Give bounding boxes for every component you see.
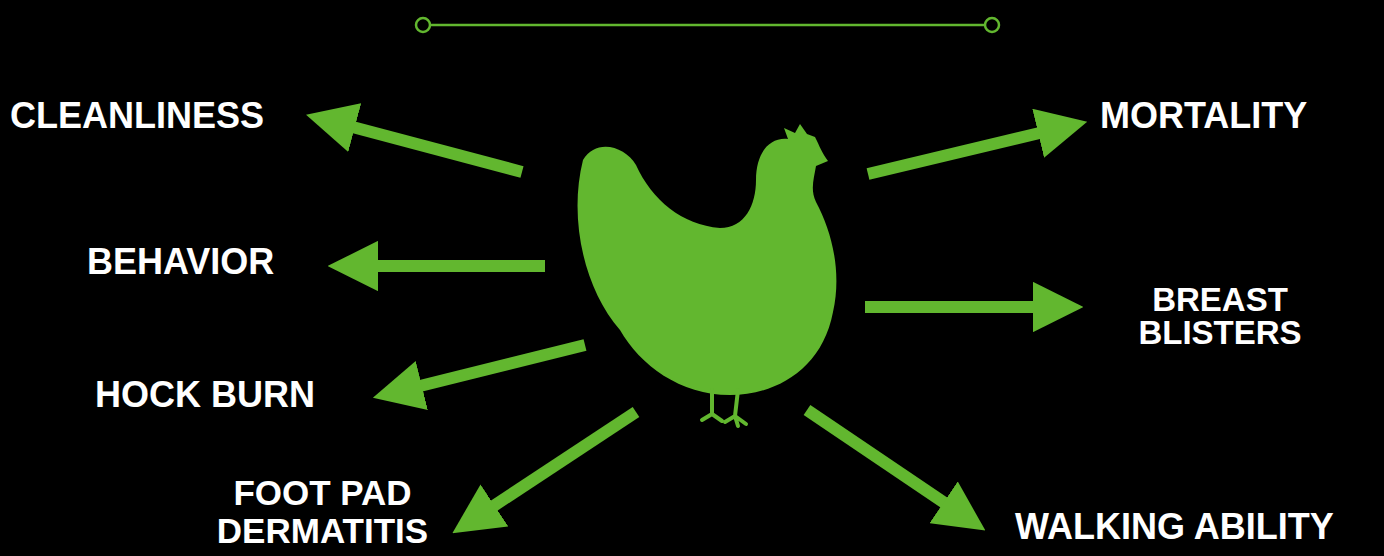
hen-legs <box>702 390 746 426</box>
category-label: BEHAVIOR <box>87 244 274 280</box>
category-label: MORTALITY <box>1100 98 1307 134</box>
category-label: CLEANLINESS <box>10 98 264 134</box>
pointer-arrows <box>345 125 1048 511</box>
category-label: FOOT PAD DERMATITIS <box>200 474 445 550</box>
category-label: BREAST BLISTERS <box>1110 283 1330 349</box>
category-label: WALKING ABILITY <box>1015 509 1334 545</box>
hen-silhouette <box>578 124 837 395</box>
category-label: HOCK BURN <box>95 377 315 413</box>
top-rule <box>416 18 999 32</box>
